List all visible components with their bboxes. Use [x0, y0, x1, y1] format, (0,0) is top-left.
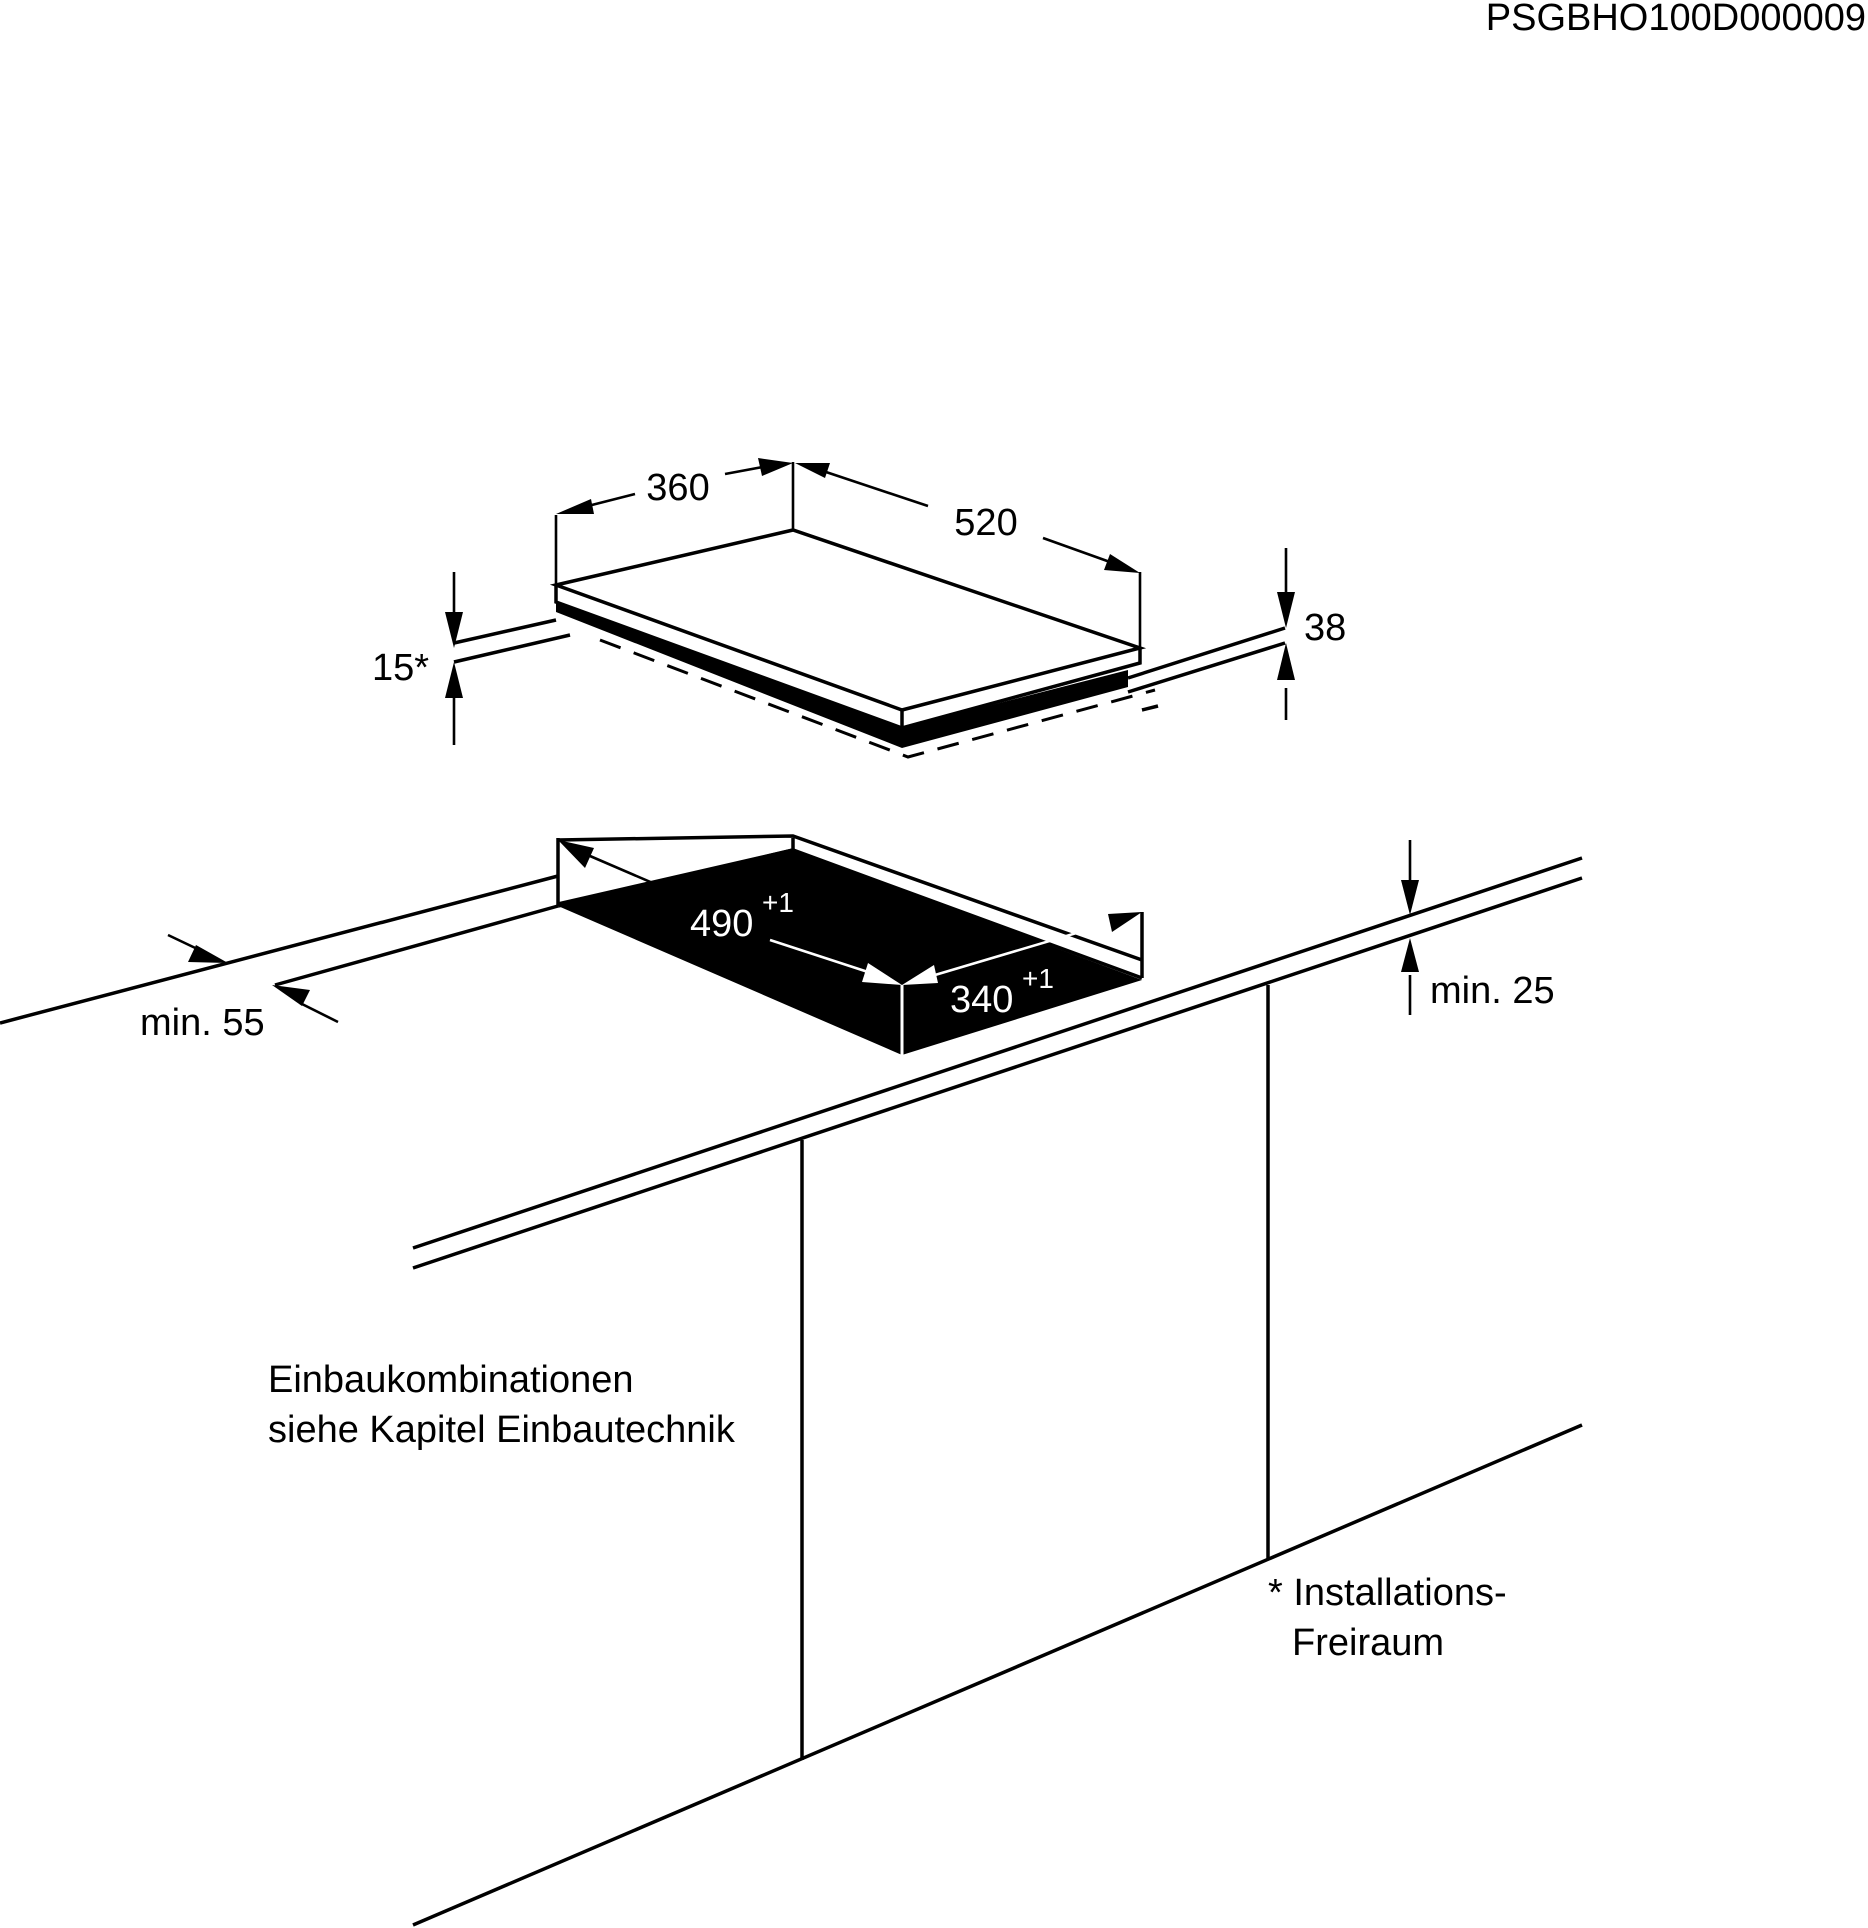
dim-label-38: 38: [1304, 607, 1346, 649]
hob-base-shadow: [556, 602, 1128, 748]
base-cabinet: [412, 985, 1583, 1927]
dimension-38: 38: [1277, 548, 1346, 720]
hob-top-surface: [549, 528, 1147, 712]
dim-label-min-55: min. 55: [140, 1002, 265, 1044]
dimension-520: 520: [795, 463, 1142, 648]
dim-label-490: 490: [690, 903, 753, 945]
dim-label-340: 340: [950, 979, 1013, 1021]
dim-label-15: 15*: [372, 647, 429, 689]
note-combo-line2: siehe Kapitel Einbautechnik: [268, 1409, 736, 1451]
dim-label-360: 360: [646, 467, 709, 509]
document-code: PSGBHO100D000009: [1486, 0, 1866, 39]
note-installation-combos: Einbaukombinationen siehe Kapitel Einbau…: [268, 1359, 736, 1451]
note-combo-line1: Einbaukombinationen: [268, 1359, 634, 1401]
dimension-min-55: min. 55: [140, 933, 339, 1044]
dim-label-520: 520: [954, 502, 1017, 544]
hob-appliance: [549, 528, 1147, 748]
dimension-360: 360: [554, 458, 795, 585]
worktop-cutout: [556, 834, 1144, 1055]
dim-tol-490: +1: [762, 887, 794, 918]
dimension-490: 490 +1: [558, 840, 902, 985]
dimension-340: 340 +1: [902, 912, 1142, 1021]
footnote-installation-clearance: * Installations- Freiraum: [1268, 1572, 1507, 1664]
footnote-line1: * Installations-: [1268, 1572, 1507, 1614]
dimension-15: 15*: [372, 572, 463, 745]
dim-label-min-25: min. 25: [1430, 970, 1555, 1012]
dimension-min-25: min. 25: [1401, 840, 1555, 1015]
worktop: [0, 704, 1583, 1270]
hob-flange-lines: [453, 618, 1286, 759]
dim-tol-340: +1: [1022, 963, 1054, 994]
footnote-line2: Freiraum: [1292, 1622, 1444, 1664]
